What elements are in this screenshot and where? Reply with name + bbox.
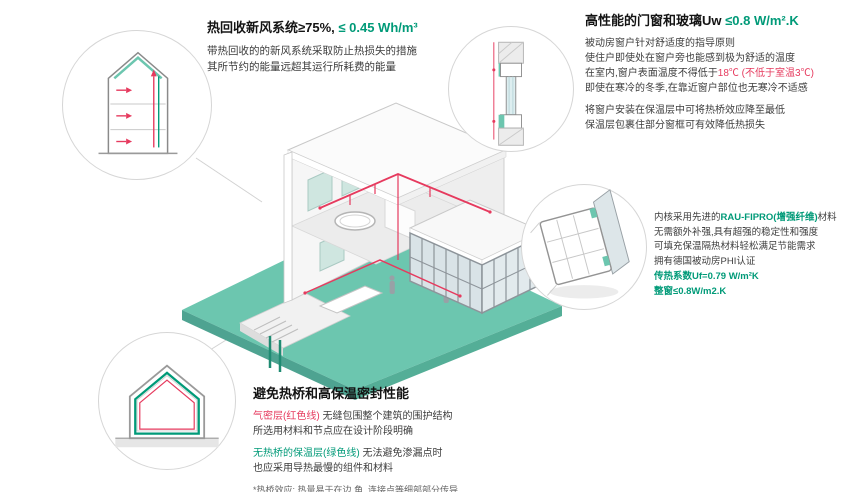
heat-recovery-title-value: ≤ 0.45 Wh/m³	[334, 20, 418, 35]
insulation-inset	[98, 332, 236, 470]
kitchen-counter	[318, 285, 384, 314]
core-material-body: 内核采用先进的RAU-FIPRO(增强纤维)材料 无需额外补强,具有超强的稳定性…	[654, 211, 862, 299]
windows-line: 保温层包裹住部分窗框可有效降低热损失	[585, 119, 765, 131]
heat-recovery-callout: 热回收新风系统≥75%, ≤ 0.45 Wh/m³ 带热回收的的新风系统采取防止…	[207, 20, 462, 75]
insulation-envelope-icon	[115, 364, 219, 448]
core-uf-value: 传热系数Uf=0.79 W/m²K	[654, 270, 759, 282]
thermal-bridge-body: 气密层(红色线) 无缝包围整个建筑的围护结构 所选用材料和节点应在设计阶段明确 …	[253, 409, 573, 476]
thermal-line: 也应采用导热最慢的组件和材料	[253, 462, 393, 474]
heat-recovery-title: 热回收新风系统≥75%, ≤ 0.45 Wh/m³	[207, 20, 462, 37]
heat-recovery-title-text: 热回收新风系统≥75%,	[207, 20, 335, 35]
ventilation-inset	[62, 30, 212, 180]
window-section-icon	[492, 41, 524, 146]
thermal-line-text: 无缝包围整个建筑的围护结构	[319, 410, 453, 422]
heat-recovery-line2: 其所节约的能量远超其运行所耗费的能量	[207, 61, 396, 74]
window-section-inset	[448, 26, 574, 152]
heat-recovery-body: 带热回收的的新风系统采取防止热损失的措施 其所节约的能量远超其运行所耗费的能量	[207, 43, 462, 76]
window-profile-inset	[521, 184, 647, 310]
windows-body: 被动房窗户针对舒适度的指导原则 使住户即使处在窗户旁也能感到极为舒适的温度 在室…	[585, 36, 860, 133]
windows-line-red: 18℃ (不低于室温3℃)	[717, 67, 814, 79]
thermal-bridge-callout: 避免热桥和高保温密封性能 气密层(红色线) 无缝包围整个建筑的围护结构 所选用材…	[253, 386, 573, 492]
windows-line: 在室内,窗户表面温度不得低于18℃ (不低于室温3℃)	[585, 66, 860, 81]
ventilation-section-icon	[98, 51, 178, 155]
thermal-line: 气密层(红色线) 无缝包围整个建筑的围护结构	[253, 409, 573, 424]
windows-line-text: 在室内,窗户表面温度不得低于	[585, 67, 718, 79]
core-material-callout: 内核采用先进的RAU-FIPRO(增强纤维)材料 无需额外补强,具有超强的稳定性…	[654, 211, 862, 299]
airtight-layer-label: 气密层(红色线)	[253, 410, 320, 422]
insulation-layer-label: 无热桥的保温层(绿色线)	[253, 447, 360, 459]
windows-title: 高性能的门窗和玻璃Uw ≤0.8 W/m².K	[585, 13, 860, 30]
thermal-line: 所选用材料和节点应在设计阶段明确	[253, 425, 413, 437]
windows-title-text: 高性能的门窗和玻璃Uw	[585, 13, 726, 28]
airflow-arrows	[116, 87, 133, 145]
main-house-illustration	[182, 102, 562, 400]
core-line-text: 内核采用先进的	[654, 212, 721, 223]
windows-title-value: ≤0.8 W/m².K	[725, 13, 799, 28]
thermal-bridge-footnote: *热桥效应: 热量易于在边,角, 连接点等细部部分传导	[253, 484, 459, 492]
core-line-green: RAU-FIPRO(增强纤维)	[720, 212, 818, 223]
windows-line: 将窗户安装在保温层中可将热桥效应降至最低	[585, 104, 785, 116]
ventilation-ducts	[303, 173, 492, 298]
core-uw-value: 整窗≤0.8W/m2.K	[654, 285, 727, 297]
thermal-bridge-title: 避免热桥和高保温密封性能	[253, 386, 410, 401]
thermal-line: 无热桥的保温层(绿色线) 无法避免渗漏点时	[253, 446, 573, 461]
windows-callout: 高性能的门窗和玻璃Uw ≤0.8 W/m².K 被动房窗户针对舒适度的指导原则 …	[585, 13, 860, 133]
core-line: 可填充保温隔热材料轻松满足节能需求	[654, 241, 816, 253]
window-profile-icon	[530, 188, 630, 299]
core-line: 无需额外补强,具有超强的稳定性和强度	[654, 226, 819, 238]
thermal-line-text: 无法避免渗漏点时	[359, 447, 443, 459]
core-line: 拥有德国被动房PHI认证	[654, 256, 756, 268]
airtight-line	[139, 379, 195, 430]
heat-recovery-line1: 带热回收的的新风系统采取防止热损失的措施	[207, 44, 417, 57]
insulation-line	[134, 371, 200, 435]
windows-line: 使住户即使处在窗户旁也能感到极为舒适的温度	[585, 52, 795, 64]
person-figure	[389, 275, 395, 294]
windows-line: 即使在寒冷的冬季,在靠近窗户部位也无寒冷不适感	[585, 82, 808, 94]
core-line-text: 材料	[817, 212, 837, 223]
core-line: 内核采用先进的RAU-FIPRO(增强纤维)材料	[654, 211, 862, 226]
windows-line: 被动房窗户针对舒适度的指导原则	[585, 37, 735, 49]
